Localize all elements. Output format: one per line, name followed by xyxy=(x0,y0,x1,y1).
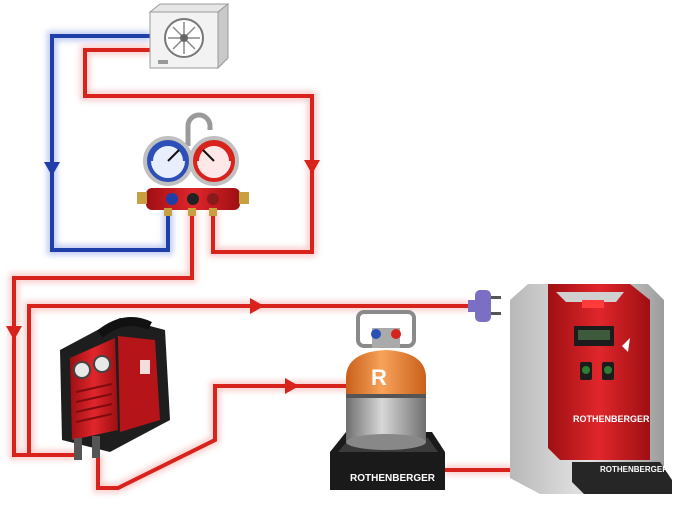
down-arrow xyxy=(6,326,22,340)
scale-brand-label: ROTHENBERGER xyxy=(350,473,436,484)
recovery-machine-icon xyxy=(60,317,170,460)
pressure-arrow xyxy=(304,160,320,174)
right-arrow-cylinder-line xyxy=(285,378,299,394)
station-brand-label: ROTHENBERGER xyxy=(573,414,650,424)
recovery-to-station-line xyxy=(27,304,470,455)
power-plug-icon xyxy=(468,290,501,322)
gas-cylinder-icon: R xyxy=(346,310,426,450)
cylinder-label: R xyxy=(371,365,387,390)
high-pressure-gauge xyxy=(189,136,239,186)
pipes xyxy=(12,34,515,490)
manifold-to-recovery-line xyxy=(12,208,194,457)
low-pressure-gauge xyxy=(143,136,193,186)
pressure-line xyxy=(83,48,314,254)
station-base-brand-label: ROTHENBERGER xyxy=(600,465,668,474)
suction-line xyxy=(50,34,170,252)
recovery-station-icon: ROTHENBERGER ROTHENBERGER xyxy=(510,284,672,494)
manifold-gauge-icon xyxy=(137,112,249,216)
right-arrow-plug-line xyxy=(250,298,264,314)
recovery-to-cylinder-line xyxy=(96,384,350,490)
ac-condenser-icon xyxy=(148,2,230,70)
suction-arrow xyxy=(44,162,60,176)
